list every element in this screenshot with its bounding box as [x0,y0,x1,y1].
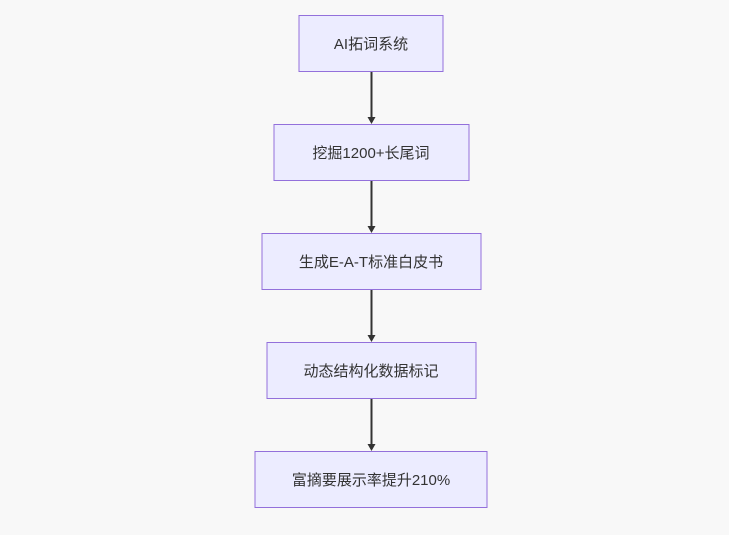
flow-node-label: AI拓词系统 [333,36,409,53]
flow-node-dynamic-structured-data-markup: 动态结构化数据标记 [266,342,476,399]
flow-edge-3-4 [367,290,375,342]
arrowhead-down-icon [367,444,375,451]
arrow-line [370,399,372,444]
flow-node-ai-word-expansion-system: AI拓词系统 [298,15,444,72]
flow-edge-4-5 [367,399,375,451]
flow-node-mine-longtail-keywords: 挖掘1200+长尾词 [273,124,469,181]
arrow-line [370,72,372,117]
flow-node-label: 动态结构化数据标记 [303,363,439,380]
flow-node-rich-snippet-rate-increase: 富摘要展示率提升210% [254,451,488,508]
flow-edge-1-2 [367,72,375,124]
flow-node-label: 挖掘1200+长尾词 [312,145,430,162]
arrowhead-down-icon [367,226,375,233]
arrowhead-down-icon [367,335,375,342]
flow-edge-2-3 [367,181,375,233]
arrow-line [370,290,372,335]
flow-node-generate-eat-whitepaper: 生成E-A-T标准白皮书 [261,233,481,290]
flow-node-label: 富摘要展示率提升210% [291,472,451,489]
flowchart: AI拓词系统 挖掘1200+长尾词 生成E-A-T标准白皮书 动态结构化数据标记 [254,15,488,508]
arrowhead-down-icon [367,117,375,124]
arrow-line [370,181,372,226]
flow-node-label: 生成E-A-T标准白皮书 [298,254,444,271]
